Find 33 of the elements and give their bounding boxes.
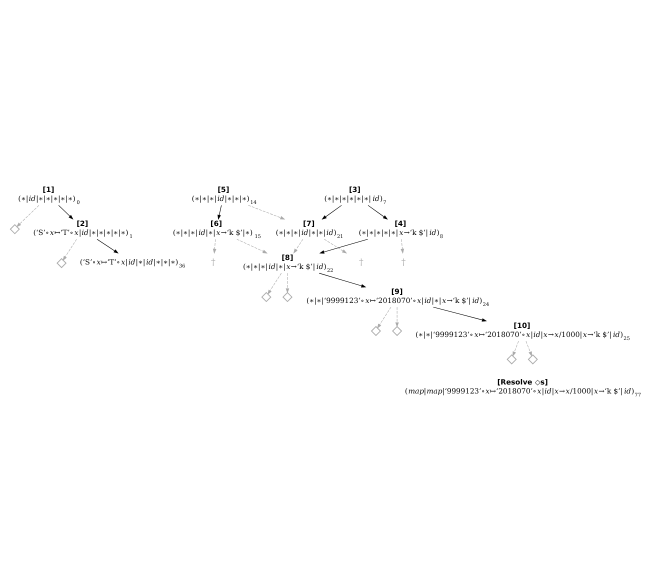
node-diamond [56, 258, 67, 268]
node-diamond [392, 326, 402, 336]
node-diamond [10, 224, 20, 234]
arrow [96, 238, 119, 254]
arrow [319, 238, 368, 254]
arrow [512, 340, 519, 357]
arrow [286, 272, 290, 294]
arrow [236, 238, 268, 254]
arrow [293, 238, 304, 254]
node-text: † [210, 258, 216, 268]
node-diamond [261, 292, 272, 302]
node-diamond [282, 292, 293, 302]
arrow [324, 238, 348, 254]
arrow [62, 238, 77, 261]
arrow [58, 205, 74, 220]
node-diamond [370, 326, 382, 336]
arrow [218, 205, 222, 220]
arrow [16, 205, 40, 228]
arrow [377, 306, 392, 329]
arrow [395, 306, 399, 328]
arrow [248, 205, 286, 220]
node-text: † [401, 258, 406, 268]
arrow [368, 205, 388, 220]
arrow [400, 238, 404, 254]
arrow [322, 205, 342, 220]
arrow [318, 272, 366, 288]
node-text: † [358, 258, 364, 268]
arrow [433, 306, 487, 322]
arrow [267, 272, 282, 295]
arrow [526, 340, 532, 357]
node-diamond [506, 354, 517, 364]
arrow [212, 238, 216, 254]
node-diamond [528, 354, 538, 364]
